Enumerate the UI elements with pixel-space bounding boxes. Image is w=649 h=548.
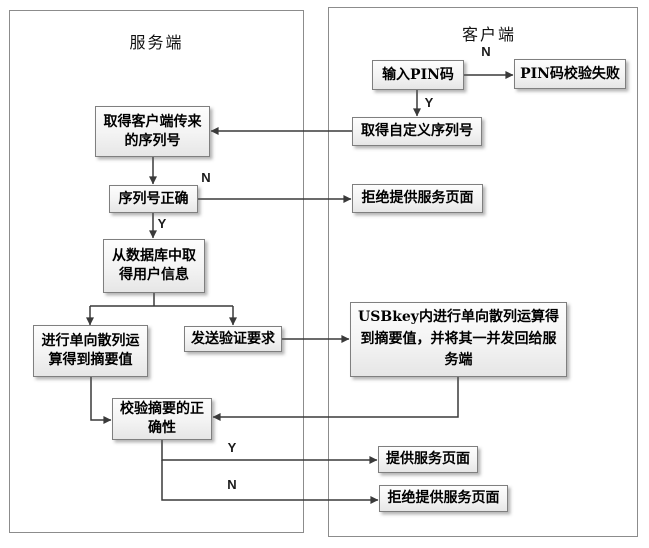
node-hash-digest: 进行单向散列运算得到摘要值 xyxy=(33,325,148,377)
edge-label-digest-n: N xyxy=(227,477,237,492)
node-get-user-info: 从数据库中取得用户信息 xyxy=(103,239,205,293)
node-verify-digest: 校验摘要的正确性 xyxy=(112,398,212,440)
node-provide-service: 提供服务页面 xyxy=(378,446,478,473)
edge-label-pin-n: N xyxy=(481,44,491,59)
node-deny-service-top: 拒绝提供服务页面 xyxy=(352,184,483,213)
node-get-client-serial: 取得客户端传来的序列号 xyxy=(95,106,210,157)
edge-label-pin-y: Y xyxy=(424,95,434,110)
edge-label-serial-n: N xyxy=(201,170,211,185)
node-usbkey-hash: USBkey内进行单向散列运算得到摘要值，并将其一并发回给服务端 xyxy=(350,302,567,377)
node-input-pin: 输入PIN码 xyxy=(372,60,464,90)
node-deny-service-bottom: 拒绝提供服务页面 xyxy=(379,485,508,512)
server-panel-title: 服务端 xyxy=(129,33,184,52)
node-get-custom-serial: 取得自定义序列号 xyxy=(352,117,482,146)
edge-label-serial-y: Y xyxy=(157,216,167,231)
node-send-verify-request: 发送验证要求 xyxy=(184,326,282,352)
edge-label-digest-y: Y xyxy=(227,440,237,455)
node-serial-correct: 序列号正确 xyxy=(109,185,198,213)
client-panel-title: 客户端 xyxy=(461,25,516,44)
node-pin-fail: PIN码校验失败 xyxy=(514,59,626,89)
